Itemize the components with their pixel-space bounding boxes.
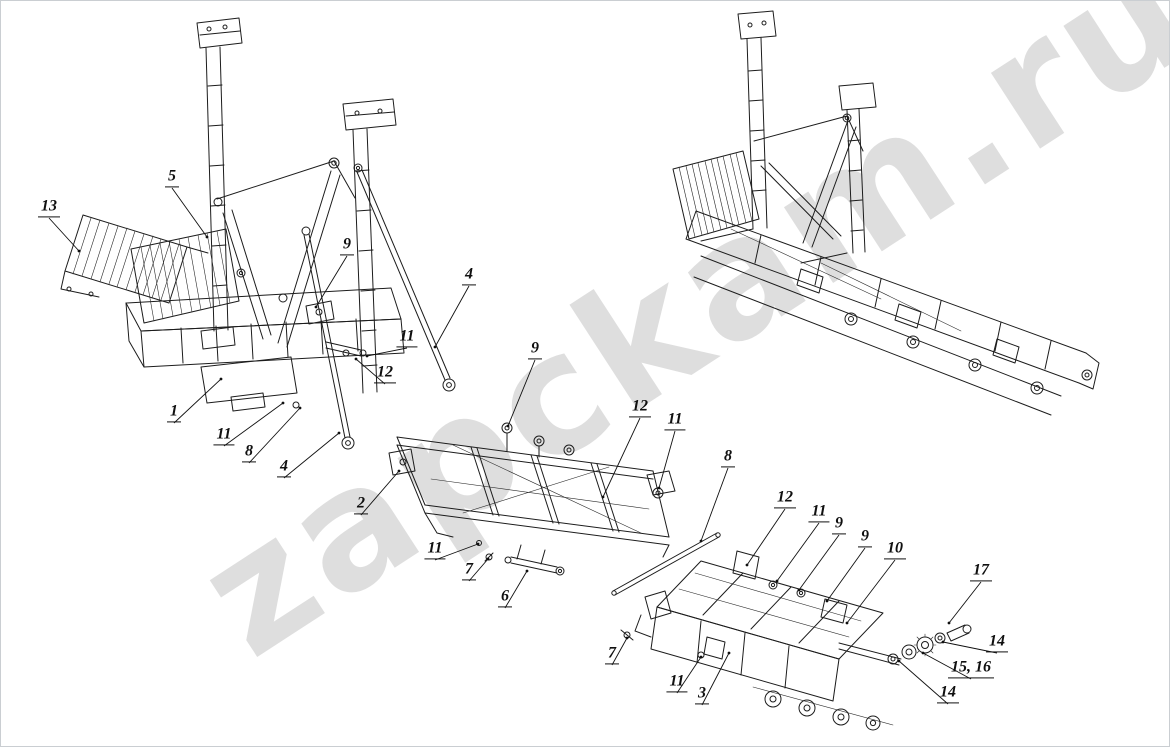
callout-11: 11 (666, 672, 688, 692)
callout-12: 12 (374, 363, 396, 383)
callout-7: 7 (462, 560, 476, 580)
callout-7: 7 (605, 644, 619, 664)
callout-8: 8 (242, 442, 256, 462)
callout-11: 11 (213, 425, 235, 445)
callout-17: 17 (970, 561, 992, 581)
callout-12: 12 (774, 488, 796, 508)
callout-4: 4 (277, 457, 291, 477)
callout-10: 10 (884, 539, 906, 559)
drawing-right-assembly-folded (672, 10, 1100, 416)
callout-13: 13 (38, 197, 60, 217)
callout-15-16: 15, 16 (948, 658, 994, 678)
callout-2: 2 (354, 494, 368, 514)
callout-9: 9 (832, 514, 846, 534)
callout-11: 11 (424, 539, 446, 559)
callout-9: 9 (340, 235, 354, 255)
callout-11: 11 (664, 410, 686, 430)
callout-11: 11 (808, 502, 830, 522)
drawing-center-section-frame (388, 422, 721, 596)
callout-4: 4 (462, 265, 476, 285)
callout-8: 8 (721, 447, 735, 467)
callout-14: 14 (937, 683, 959, 703)
callout-9: 9 (528, 339, 542, 359)
drawing-outer-section-frame (620, 550, 972, 731)
callout-1: 1 (167, 402, 181, 422)
callout-5: 5 (165, 167, 179, 187)
callout-3: 3 (695, 684, 709, 704)
drawing-left-assembly-unfolded (60, 17, 456, 450)
callout-6: 6 (498, 587, 512, 607)
callout-9: 9 (858, 527, 872, 547)
callout-14: 14 (986, 632, 1008, 652)
callout-11: 11 (396, 327, 418, 347)
callout-12: 12 (629, 397, 651, 417)
